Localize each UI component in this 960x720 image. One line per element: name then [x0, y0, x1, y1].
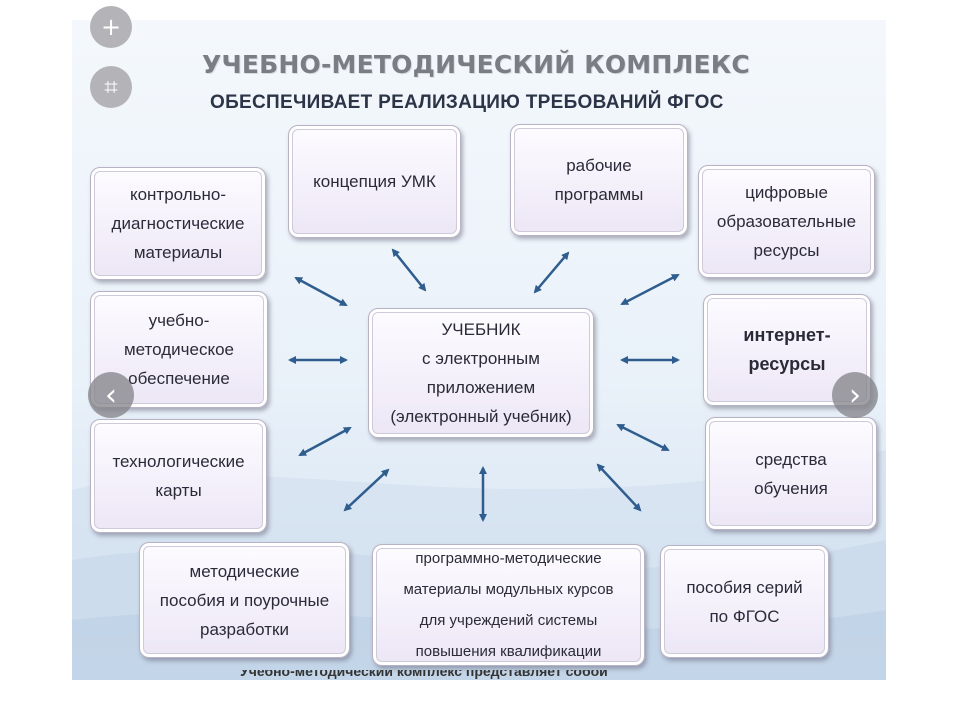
diagram-title: УЧЕБНО-МЕТОДИЧЕСКИЙ КОМПЛЕКС [202, 50, 750, 79]
chevron-right-icon[interactable]: › [832, 372, 878, 418]
box-work-programs: рабочие программы [510, 124, 688, 236]
add-icon[interactable]: + [90, 6, 132, 48]
box-center-textbook: УЧЕБНИК с электронным приложением (элект… [368, 308, 594, 438]
box-lesson-plans: методические пособия и поурочные разрабо… [139, 542, 350, 658]
box-fgos-series: пособия серий по ФГОС [660, 545, 829, 658]
box-course-materials: программно-методические материалы модуль… [372, 544, 645, 666]
footer-text-fragment: Учебно-методический комплекс представляе… [240, 670, 608, 679]
chevron-left-icon[interactable]: ‹ [88, 372, 134, 418]
box-digital-resources: цифровые образовательные ресурсы [698, 165, 875, 278]
box-tech-maps: технологические карты [90, 419, 267, 533]
diagram-subtitle: ОБЕСПЕЧИВАЕТ РЕАЛИЗАЦИЮ ТРЕБОВАНИЙ ФГОС [210, 92, 724, 113]
box-concept: концепция УМК [288, 125, 461, 238]
crop-icon[interactable]: ⌗ [90, 66, 132, 108]
box-teaching-means: средства обучения [705, 417, 877, 530]
box-control-materials: контрольно- диагностические материалы [90, 167, 266, 280]
